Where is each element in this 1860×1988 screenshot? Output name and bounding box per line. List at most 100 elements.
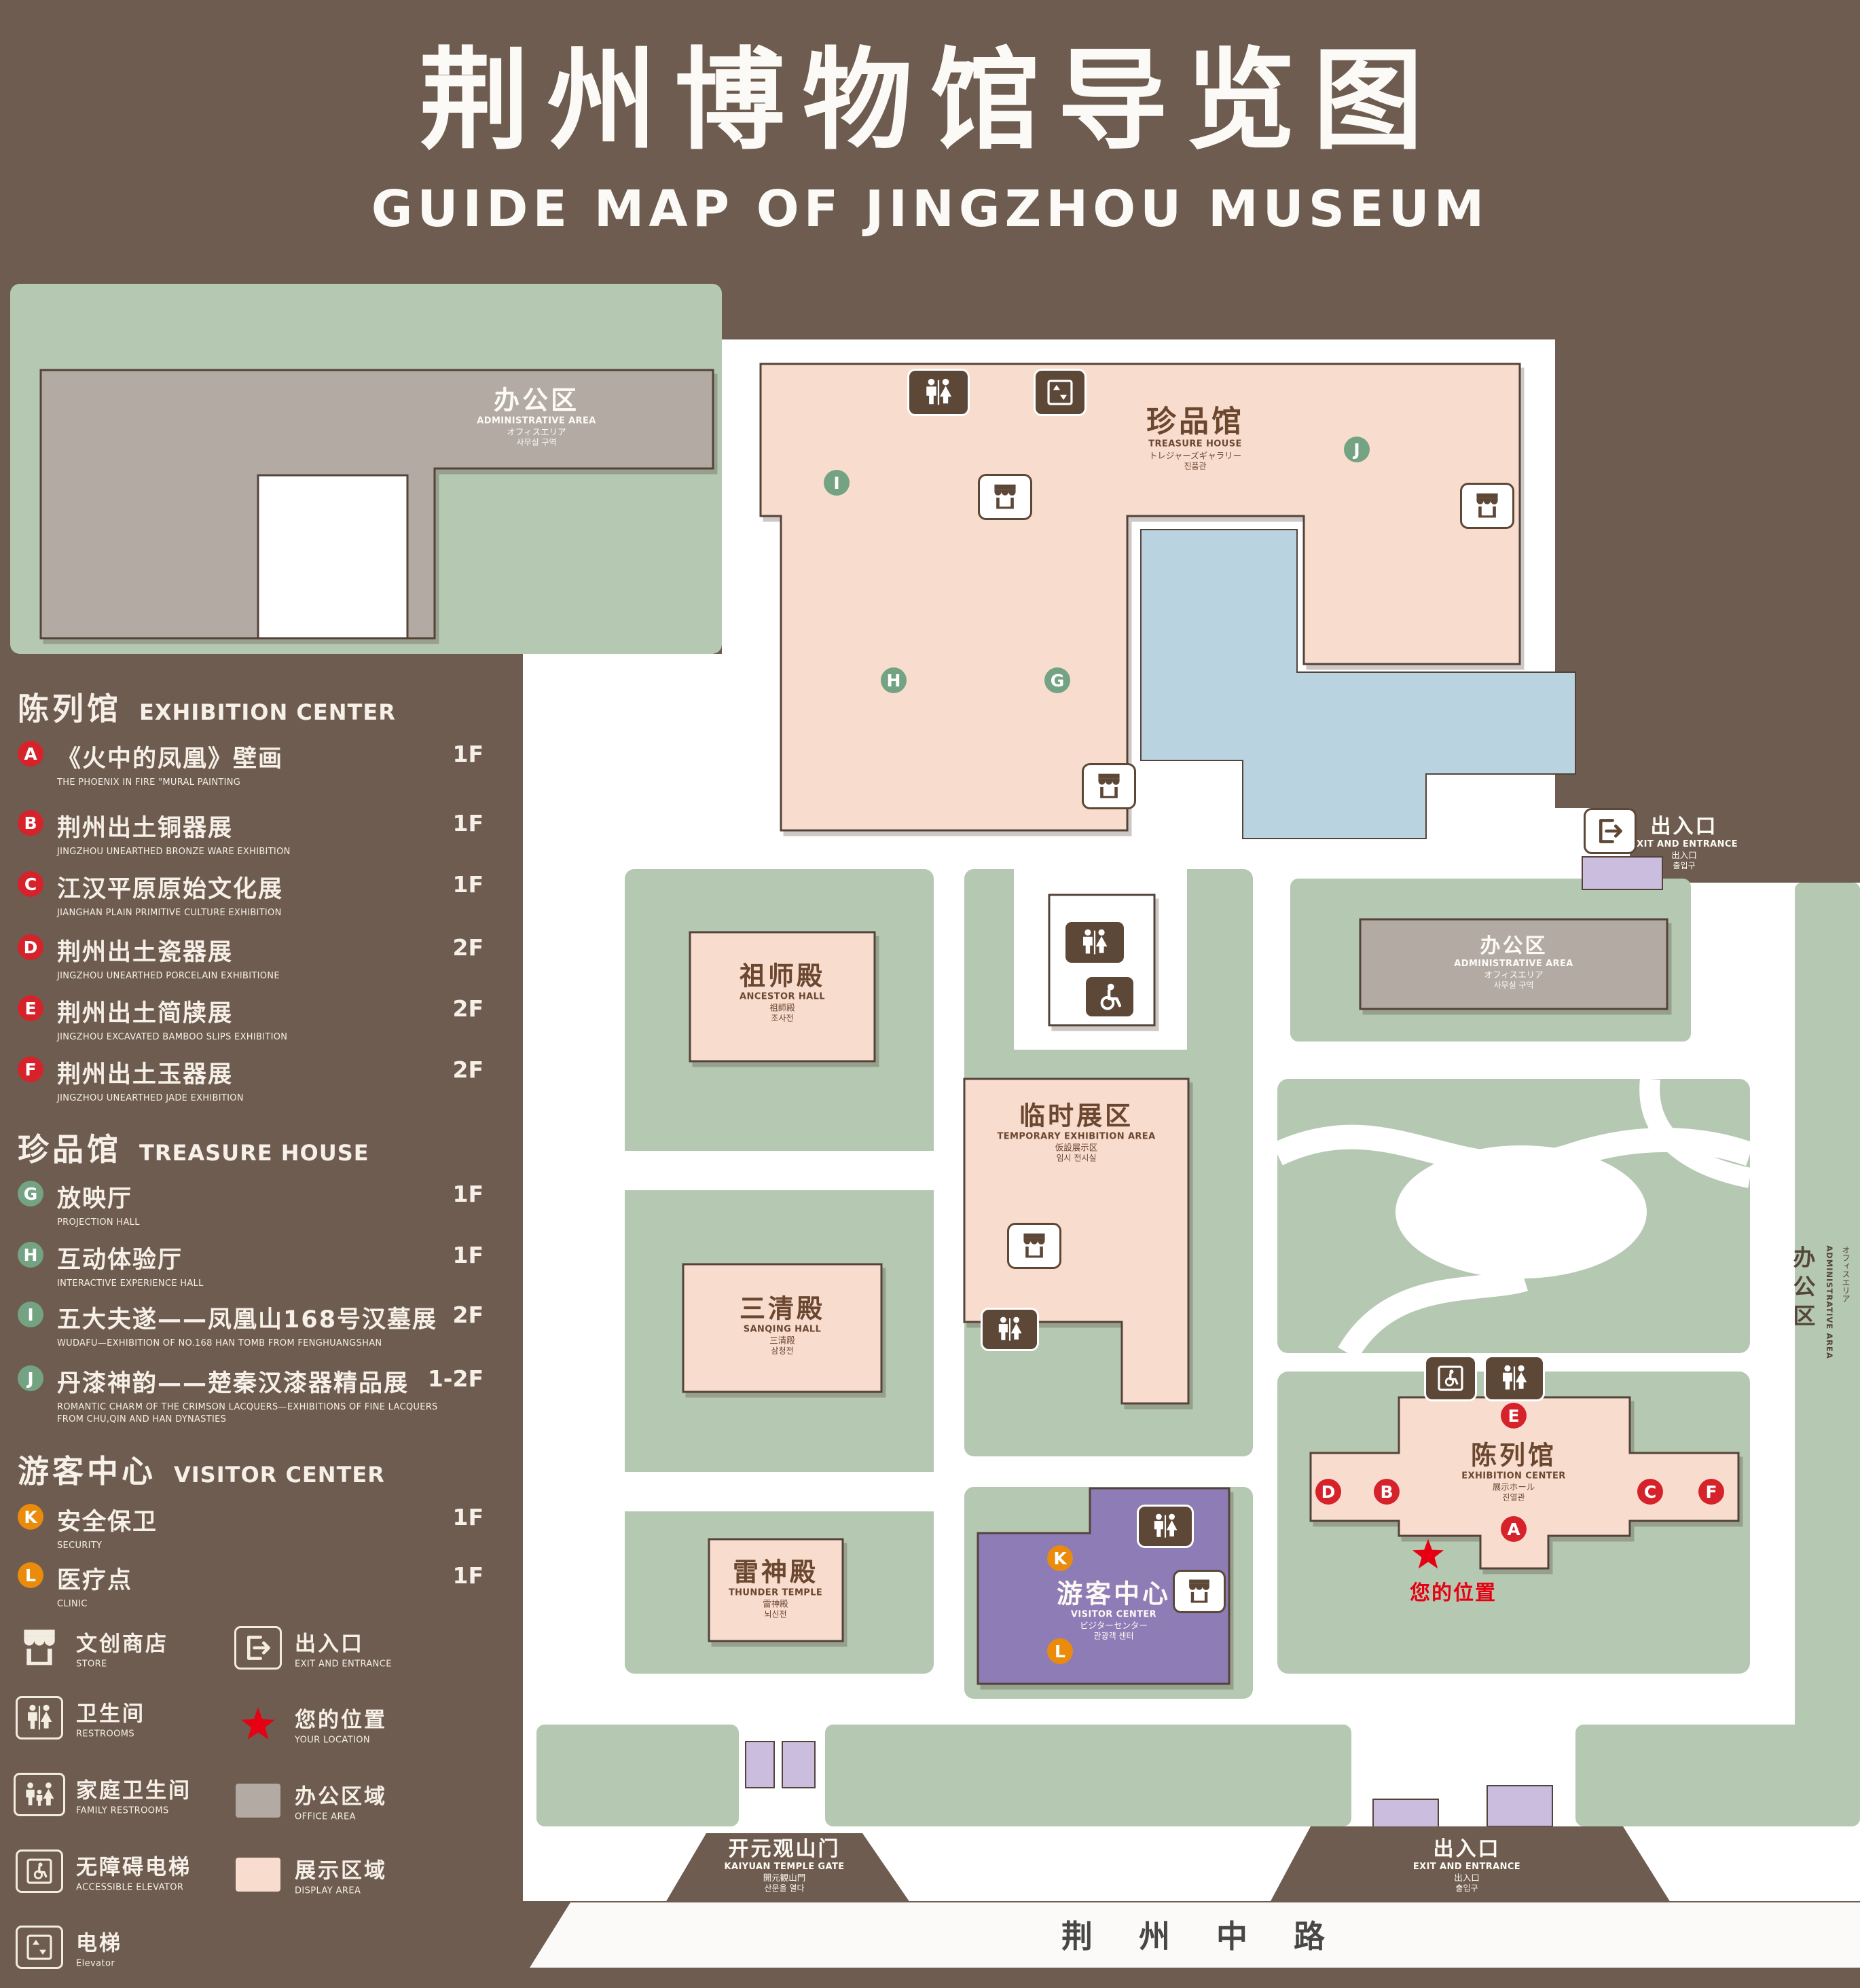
item-name: 丹漆神韵——楚秦汉漆器精品展 [57,1370,409,1397]
item-name: 荆州出土铜器展 [57,815,234,842]
item-floor: 2F [452,1302,484,1328]
map-marker-b: B [1374,1479,1400,1505]
item-floor: 1F [452,1242,484,1268]
item-name-en: JINGZHOU UNEARTHED PORCELAIN EXHIBITIONE [57,971,280,981]
item-name-en: SECURITY [57,1541,103,1551]
restrooms-icon [1139,1507,1192,1546]
item-name: 医疗点 [57,1567,133,1594]
admin-building-right [1359,918,1668,1010]
thunder-temple-label: 雷神殿 THUNDER TEMPLE 雷神殿 뇌신전 [728,1557,823,1619]
item-floor: 2F [452,1056,484,1083]
map-marker-j: J [1344,437,1370,462]
item-name: 安全保卫 [57,1509,158,1536]
section-title-zh: 陈列馆 [18,691,122,727]
accessible-restroom-icon [1086,977,1133,1016]
marker-b: B [18,810,43,836]
your-location-text: 您的位置 [1410,1581,1497,1605]
admin-courtyard [257,474,409,640]
map-marker-f: F [1698,1479,1724,1505]
family-restroom-icon [14,1773,65,1816]
item-name-en: JINGZHOU EXCAVATED BAMBOO SLIPS EXHIBITI… [57,1032,288,1042]
exit-entrance-icon [1586,810,1635,852]
title-chinese: 荆州博物馆导览图 [419,37,1441,165]
marker-d: D [18,934,43,960]
pond [1396,1145,1647,1278]
treasure-house-building [759,363,1521,832]
admin-top-label: 办公区 ADMINISTRATIVE AREA オフィスエリア 사무실 구역 [477,385,596,447]
exhibition-center-building [1309,1396,1740,1570]
restrooms-icon [16,1696,63,1740]
store-icon [18,1626,61,1670]
your-location-star-icon [1411,1537,1445,1571]
map-marker-h: H [881,667,907,693]
restrooms-icon [1065,922,1124,963]
item-name-en: WUDAFU—EXHIBITION OF NO.168 HAN TOMB FRO… [57,1338,382,1348]
thunder-temple-building [708,1538,844,1642]
marker-c: C [18,871,43,897]
item-name: 互动体验厅 [57,1247,183,1274]
item-name: 五大夫遂——凤凰山168号汉墓展 [57,1306,438,1333]
green-admin-strip [1795,883,1860,1750]
sanqing-hall-building [682,1263,883,1393]
visitor-center-label: 游客中心 VISITOR CENTER ビジターセンター 관광객 센터 [1056,1579,1171,1641]
exit-bottom-label: 出入口 EXIT AND ENTRANCE 出入口 출입구 [1412,1837,1521,1894]
map-marker-g: G [1044,667,1070,693]
marker-h: H [18,1242,43,1268]
page-title: 荆州博物馆导览图 GUIDE MAP OF JINGZHOU MUSEUM [149,11,1711,238]
section-title-en: VISITOR CENTER [174,1462,385,1488]
item-name-en: INTERACTIVE EXPERIENCE HALL [57,1278,204,1289]
item-floor: 1-2F [427,1365,484,1392]
section-exhibition-center: 陈列馆 EXHIBITION CENTER [18,684,396,729]
item-name-en: THE PHOENIX IN FIRE "MURAL PAINTING [57,777,241,788]
store-icon [1084,765,1134,807]
map-marker-k: K [1047,1545,1073,1571]
ancestor-hall-building [689,931,876,1063]
item-name: 放映厅 [57,1185,133,1213]
office-area-swatch [236,1784,280,1818]
section-title-en: EXHIBITION CENTER [139,699,396,725]
title-english: GUIDE MAP OF JINGZHOU MUSEUM [371,180,1489,238]
item-name: 荆州出土瓷器展 [57,939,234,966]
section-treasure-house: 珍品馆 TREASURE HOUSE [18,1125,369,1170]
map-marker-e: E [1501,1403,1527,1429]
marker-l: L [18,1562,43,1588]
item-name-en: JIANGHAN PLAIN PRIMITIVE CULTURE EXHIBIT… [57,908,282,918]
item-floor: 1F [452,1504,484,1530]
restrooms-icon [983,1310,1037,1349]
item-floor: 1F [452,810,484,836]
elevator-icon [1036,371,1084,414]
exit-bottom-structure-right [1487,1785,1553,1827]
store-icon [1009,1225,1059,1267]
marker-g: G [18,1181,43,1207]
item-name: 江汉平原原始文化展 [57,876,284,903]
item-name-en: ROMANTIC CHARM OF THE CRIMSON LACQUERS—E… [57,1402,438,1424]
item-name: 《火中的凤凰》壁画 [57,746,284,773]
temporary-area-label: 临时展区 TEMPORARY EXHIBITION AREA 仮設展示区 임시 … [997,1101,1156,1163]
gate-label: 开元观山门 KAIYUAN TEMPLE GATE 開元観山門 산문을 열다 [724,1837,845,1894]
entrance-wedges [665,1826,1671,1902]
marker-e: E [18,995,43,1021]
item-name-en: PROJECTION HALL [57,1217,140,1228]
elevator-icon [16,1926,63,1969]
road-name: 荆 州 中 路 [1061,1918,1343,1955]
map-marker-a: A [1501,1516,1527,1542]
display-area-swatch [236,1858,280,1892]
section-title-zh: 游客中心 [18,1453,156,1490]
legend-sidebar: 陈列馆 EXHIBITION CENTER A 《火中的凤凰》壁画 THE PH… [18,684,503,1649]
marker-a: A [18,741,43,767]
exit-top-label: 出入口 EXIT AND ENTRANCE 出入口 출입구 [1630,815,1738,871]
item-name-en: CLINIC [57,1599,88,1609]
gate-structure-right [782,1741,816,1788]
admin-side-label: 办公区 ADMINISTRATIVE AREA オフィスエリア 사무실 구역 [1789,1245,1860,1359]
section-visitor-center: 游客中心 VISITOR CENTER [18,1447,385,1492]
restrooms-icon [1486,1357,1543,1399]
